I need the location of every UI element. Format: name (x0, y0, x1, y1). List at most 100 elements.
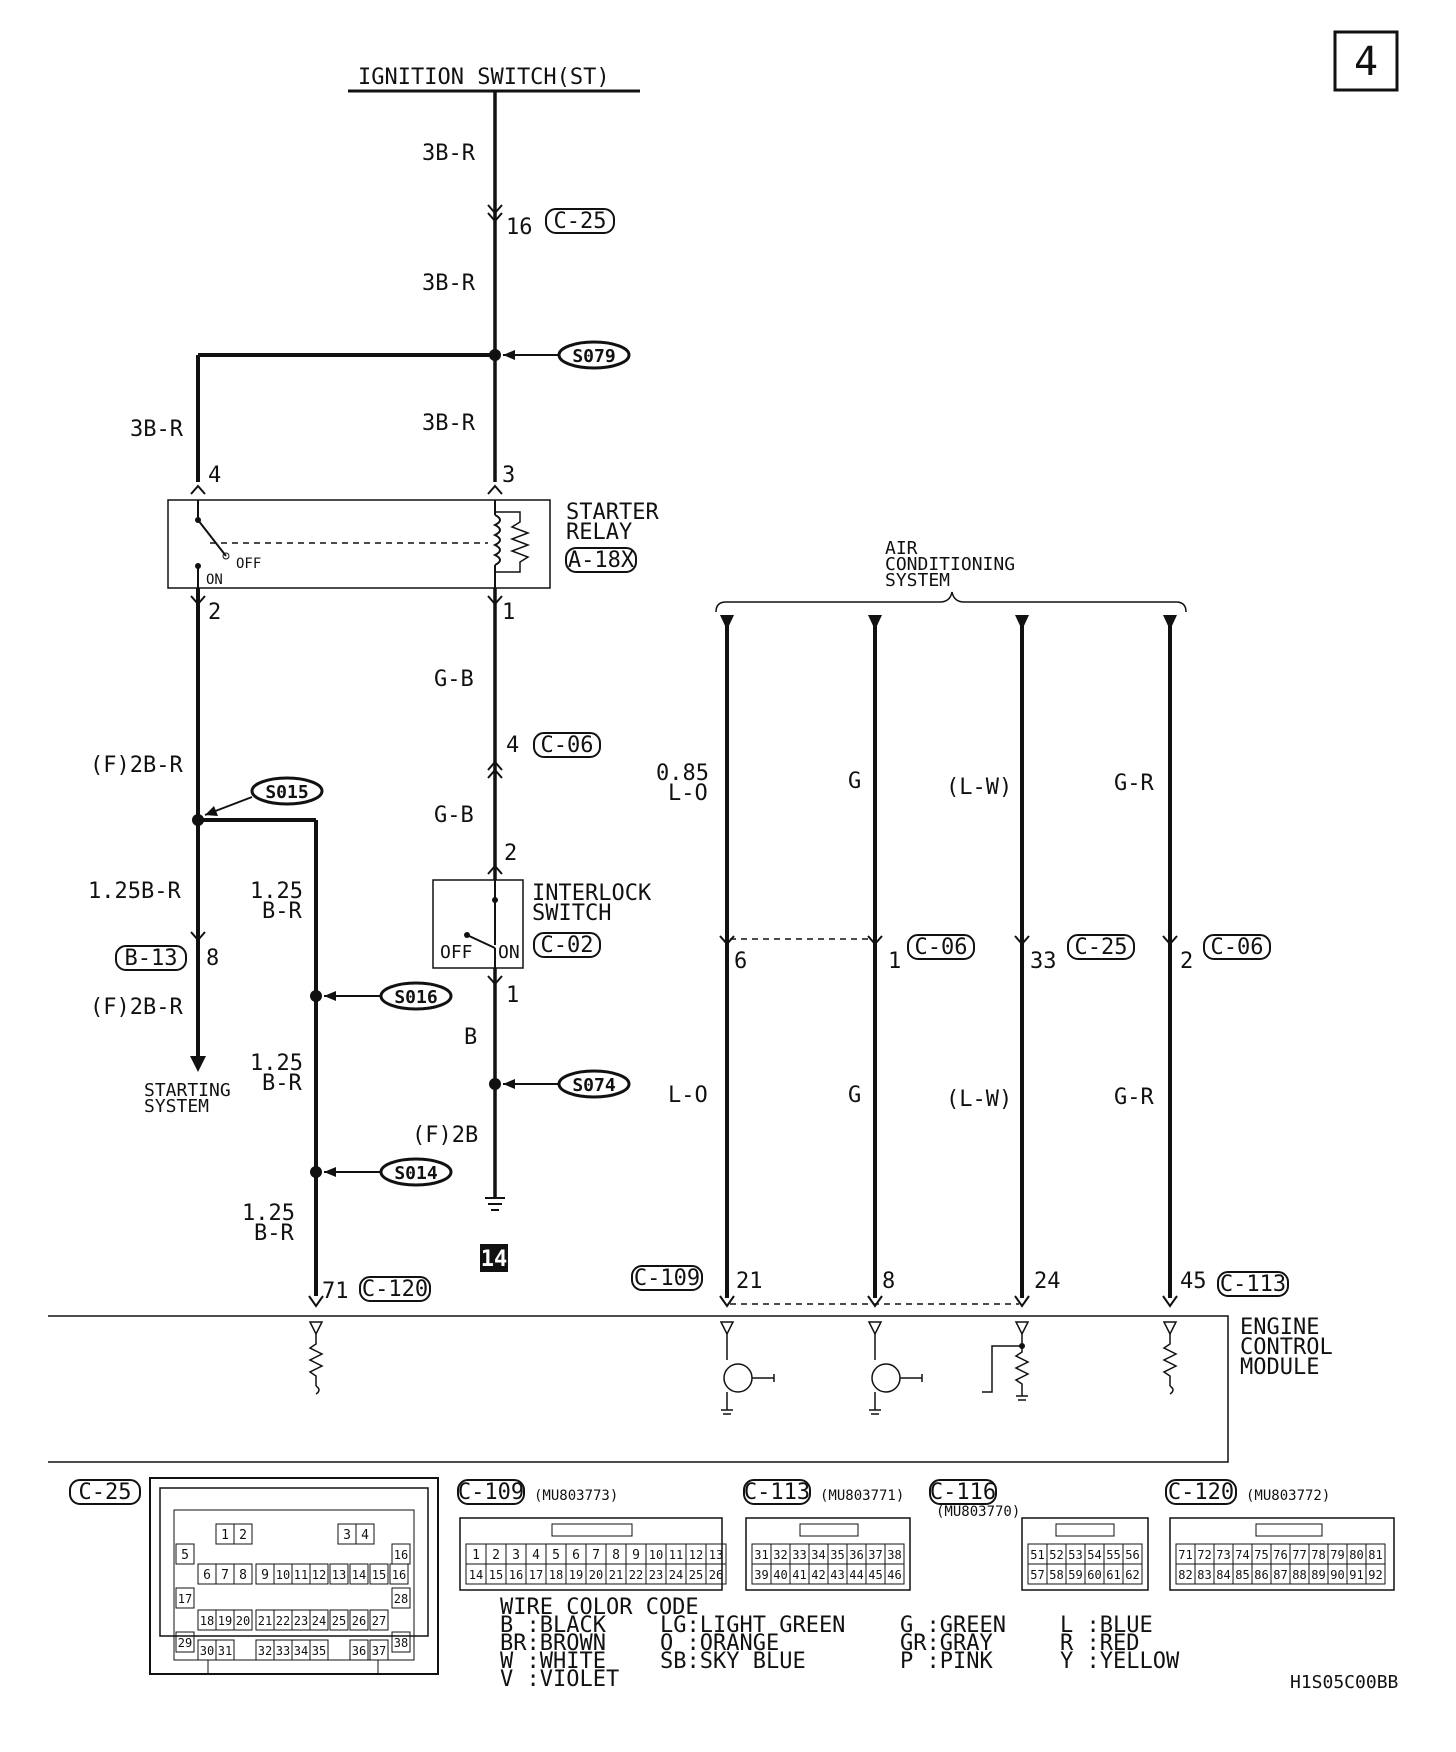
pin-number: 7 (592, 1548, 600, 1563)
pin-number: 12 (689, 1548, 703, 1562)
pin-number: 13 (709, 1548, 723, 1562)
c116-part-number: (MU803770) (936, 1504, 1020, 1520)
pin-number: 35 (830, 1548, 844, 1562)
pin-33: 33 (1030, 949, 1057, 974)
arrow-icon (503, 1079, 515, 1089)
connector-arrow-icon (190, 484, 206, 495)
interlock-switch-box (432, 879, 524, 969)
connector-arrow-icon (867, 1295, 883, 1308)
connector-c25-tag: C-25 (554, 209, 607, 234)
pin-number: 24 (312, 1614, 326, 1628)
legend-entry: SB:SKY BLUE (660, 1649, 806, 1674)
pin-number: 4 (361, 1528, 369, 1543)
pin-number: 85 (1235, 1568, 1249, 1582)
pin-1-interlock: 1 (506, 983, 519, 1008)
pin-number: 19 (569, 1568, 583, 1582)
pin-cell (369, 1609, 389, 1631)
pin-number: 77 (1292, 1548, 1306, 1562)
connector-c02-box (533, 932, 601, 958)
pin-number: 55 (1106, 1548, 1120, 1562)
pin-number: 1 (472, 1548, 480, 1563)
pin-number: 42 (811, 1568, 825, 1582)
pin-cell (355, 1523, 375, 1545)
pin-4-c06: 4 (506, 733, 519, 758)
pin-number: 74 (1235, 1548, 1249, 1562)
pin-8-b13: 8 (206, 946, 219, 971)
relay-off-label: OFF (236, 556, 261, 572)
pin-number: 17 (529, 1568, 543, 1582)
pin-number: 40 (773, 1568, 787, 1582)
connector-arrow-icon (867, 935, 883, 946)
ac-bracket (715, 591, 1187, 613)
wire-label-3br-1: 3B-R (422, 141, 476, 166)
wire-label-125-1: 1.25 (250, 879, 303, 904)
wire-label-br-1: B-R (262, 899, 302, 924)
pin-number: 2 (492, 1548, 500, 1563)
ground-icon (485, 1197, 505, 1211)
wire-label-lw-1: (L-W) (946, 775, 1012, 800)
connector-c120: C-120 (362, 1277, 428, 1302)
pin-number: 81 (1368, 1548, 1382, 1562)
pin-cell (309, 1639, 329, 1661)
ecm-transistor-icon-2 (867, 1321, 923, 1415)
connector-b13: B-13 (125, 946, 178, 971)
wire-label-3br-3: 3B-R (130, 417, 184, 442)
wire-label-3br-2: 3B-R (422, 271, 476, 296)
wire-label-125-3: 1.25 (242, 1201, 295, 1226)
connector-arrow-icon (719, 1295, 735, 1308)
pin-number: 34 (294, 1644, 308, 1658)
pin-number: 78 (1311, 1548, 1325, 1562)
splice-s015-oval (250, 776, 324, 806)
pin-cell (215, 1639, 235, 1661)
splice-s079: S079 (572, 346, 615, 367)
wire-label-085: 0.85 (656, 761, 709, 786)
legend-entry: G :GREEN (900, 1613, 1006, 1638)
pin-number: 12 (312, 1568, 326, 1582)
pin-71: 71 (322, 1279, 349, 1304)
pin-cell (1122, 1563, 1143, 1585)
pin-number: 5 (552, 1548, 560, 1563)
pin-number: 87 (1273, 1568, 1287, 1582)
ecm-box (48, 1315, 1229, 1463)
pin-number: 26 (352, 1614, 366, 1628)
pin-number: 31 (218, 1644, 232, 1658)
pin-1-relay: 1 (502, 600, 515, 625)
wire-label-gr-1: G-R (1114, 771, 1154, 796)
ac-label-3: SYSTEM (885, 570, 950, 591)
pin-number: 19 (218, 1614, 232, 1628)
connector-c02: C-02 (541, 933, 594, 958)
pin-number: 13 (332, 1568, 346, 1582)
pin-number: 72 (1197, 1548, 1211, 1562)
interlock-off-label: OFF (440, 942, 473, 963)
pin-number: 36 (352, 1644, 366, 1658)
wire-label-lo-1: L-O (668, 781, 708, 806)
starter-relay-label-1: STARTER (566, 500, 659, 525)
starter-relay-label-2: RELAY (566, 520, 632, 545)
pin-number: 18 (549, 1568, 563, 1582)
ecm-input-resistor-icon (308, 1321, 324, 1395)
arrow-down-icon (1015, 615, 1029, 630)
connector-c06-box-3 (1203, 934, 1271, 960)
pin-number: 27 (372, 1614, 386, 1628)
connector-c113: C-113 (1220, 1272, 1286, 1297)
connector-arrow-icon (487, 204, 503, 223)
pin-number: 20 (236, 1614, 250, 1628)
pin-cell (175, 1631, 195, 1653)
wire-label-g-2: G (848, 1083, 861, 1108)
pin-number: 75 (1254, 1548, 1268, 1562)
pin-16: 16 (506, 215, 533, 240)
pin-number: 4 (532, 1548, 540, 1563)
pin-cell (391, 1587, 411, 1609)
pin-number: 9 (261, 1568, 269, 1583)
c109-part-number: (MU803773) (534, 1488, 618, 1504)
wire-label-gr-2: G-R (1114, 1085, 1154, 1110)
pin-number: 44 (849, 1568, 863, 1582)
ground-ref: 14 (481, 1247, 508, 1272)
pin-45: 45 (1180, 1269, 1207, 1294)
pin-number: 8 (612, 1548, 620, 1563)
pin-cell (391, 1543, 411, 1565)
face-c113-label: C-113 (744, 1480, 810, 1505)
pin-number: 57 (1030, 1568, 1044, 1582)
wire-label-br-3: B-R (254, 1221, 294, 1246)
pin-number: 22 (629, 1568, 643, 1582)
